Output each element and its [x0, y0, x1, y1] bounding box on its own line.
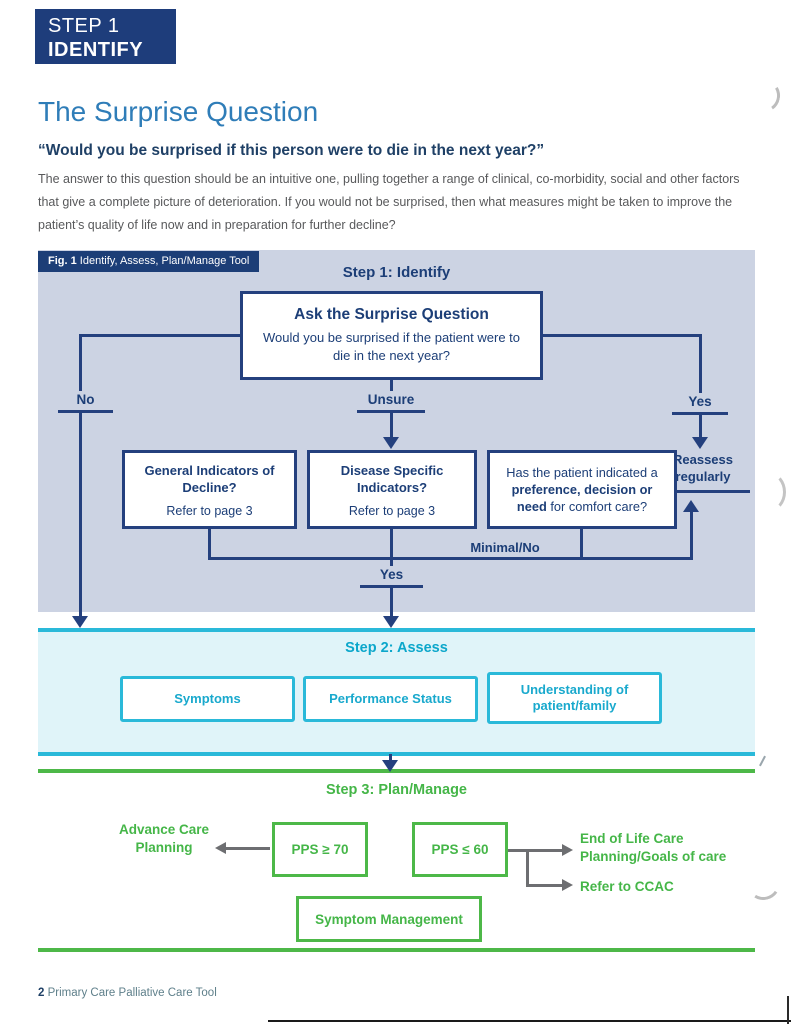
intro-paragraph: The answer to this question should be an… [38, 172, 740, 233]
figure-caption: Fig. 1 Identify, Assess, Plan/Manage Too… [38, 251, 260, 272]
step2-bottom-rule [38, 752, 755, 756]
arrowhead-up-icon [683, 500, 699, 512]
preference-text-post: for comfort care? [546, 499, 648, 515]
arrowhead-down-icon [72, 616, 88, 628]
branch-label-minimal-no: Minimal/No [470, 540, 540, 555]
scan-artifact [759, 755, 766, 767]
page-footer: 2 Primary Care Palliative Care Tool [38, 987, 217, 999]
reassess-regularly-label: Reassess regularly [656, 452, 750, 493]
scan-artifact [744, 864, 783, 904]
arrowhead-down-icon [383, 616, 399, 628]
scan-artifact [268, 1020, 791, 1022]
connector-line [508, 849, 562, 852]
connector-line [580, 528, 583, 560]
step3-title: Step 3: Plan/Manage [325, 782, 467, 798]
performance-status-box: Performance Status [303, 676, 478, 722]
preference-text-bold: preference, decision or need [511, 481, 653, 515]
footer-page-number: 2 [38, 987, 45, 999]
symptom-management-box: Symptom Management [296, 896, 482, 942]
understanding-box: Understanding of patient/family [487, 672, 662, 724]
scan-artifact [787, 996, 789, 1024]
symptoms-box: Symptoms [120, 676, 295, 722]
branch-label-yes: Yes [672, 393, 728, 415]
general-indicators-title: General Indicators of Decline? [144, 463, 275, 495]
branch-label-unsure: Unsure [357, 391, 425, 413]
figure-caption-number: Fig. 1 [48, 255, 77, 267]
connector-line [208, 557, 693, 560]
surprise-question-quote: “Would you be surprised if this person w… [38, 142, 545, 159]
page-title: The Surprise Question [38, 96, 319, 127]
general-indicators-body: Refer to page 3 [166, 503, 253, 518]
end-of-life-care-label: End of Life Care Planning/Goals of care [580, 831, 727, 864]
ask-box-body: Would you be surprised if the patient we… [262, 330, 521, 363]
connector-line [79, 334, 82, 616]
step-badge-line2: IDENTIFY [48, 39, 144, 61]
figure-caption-text: Identify, Assess, Plan/Manage Tool [76, 255, 250, 267]
connector-line [526, 884, 562, 887]
connector-line [526, 849, 529, 887]
preference-text-pre: Has the patient indicated a [506, 464, 658, 480]
connector-line [543, 334, 701, 337]
arrowhead-down-icon [692, 437, 708, 449]
disease-specific-box: Disease Specific Indicators? Refer to pa… [307, 450, 477, 529]
scan-artifact [752, 472, 786, 512]
arrowhead-down-icon [382, 760, 398, 772]
arrowhead-down-icon [383, 437, 399, 449]
disease-specific-body: Refer to page 3 [348, 503, 436, 518]
arrowhead-right-icon [562, 844, 573, 856]
pps-high-box: PPS ≥ 70 [272, 822, 368, 877]
advance-care-planning-label: Advance Care Planning [118, 822, 210, 855]
step-badge: STEP 1 IDENTIFY [35, 9, 176, 64]
step3-bottom-rule [38, 948, 755, 952]
arrowhead-left-icon [215, 842, 226, 854]
connector-line [690, 511, 693, 558]
general-indicators-box: General Indicators of Decline? Refer to … [122, 450, 297, 529]
preference-question-box: Has the patient indicated a preference, … [487, 450, 677, 529]
branch-label-no: No [58, 391, 113, 413]
connector-line [208, 528, 211, 560]
connector-line [699, 334, 702, 438]
pps-low-box: PPS ≤ 60 [412, 822, 508, 877]
step2-title: Step 2: Assess [345, 640, 448, 656]
scan-artifact [747, 77, 783, 115]
step2-top-rule [38, 628, 755, 632]
ask-surprise-question-box: Ask the Surprise Question Would you be s… [240, 291, 543, 380]
connector-line [390, 528, 393, 560]
refer-ccac-label: Refer to CCAC [580, 879, 674, 894]
disease-specific-title: Disease Specific Indicators? [340, 463, 444, 495]
branch-label-yes-bottom: Yes [360, 566, 423, 588]
connector-line [389, 754, 392, 762]
step-badge-line1: STEP 1 [48, 15, 120, 37]
step1-title: Step 1: Identify [342, 264, 451, 281]
connector-line [80, 334, 240, 337]
arrowhead-right-icon [562, 879, 573, 891]
footer-text: Primary Care Palliative Care Tool [44, 987, 217, 999]
connector-line [226, 847, 270, 850]
ask-box-title: Ask the Surprise Question [294, 306, 489, 323]
